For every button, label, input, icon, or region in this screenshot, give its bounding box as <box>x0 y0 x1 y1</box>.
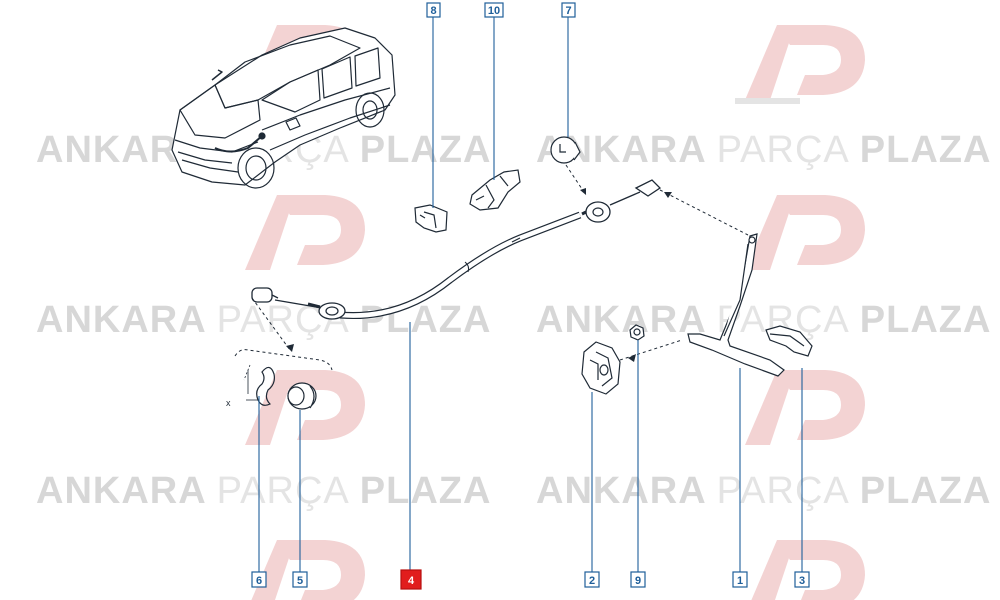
grommet-part-7 <box>550 136 581 164</box>
callout-label: 5 <box>297 575 303 587</box>
callout-7[interactable]: 7 <box>561 2 576 18</box>
spring-clip-part-6: x <box>226 364 275 408</box>
watermark-logo <box>735 25 865 104</box>
callout-9[interactable]: 9 <box>630 571 646 588</box>
dimension-label: x <box>226 398 231 408</box>
watermark-logo <box>245 195 365 270</box>
callout-label: 8 <box>430 5 436 17</box>
bracket-part-10 <box>469 169 521 211</box>
pedal-arm-part-1 <box>687 233 785 377</box>
car-illustration <box>171 27 396 189</box>
callout-2[interactable]: 2 <box>584 571 600 588</box>
watermark-logo <box>745 195 865 270</box>
callout-label: 1 <box>737 575 743 587</box>
callout-label: 7 <box>565 5 571 17</box>
callout-label: 6 <box>256 575 262 587</box>
callout-3[interactable]: 3 <box>794 571 810 588</box>
callout-1[interactable]: 1 <box>732 571 748 588</box>
assembly-arrowheads <box>286 188 672 362</box>
callout-8[interactable]: 8 <box>426 2 441 18</box>
bushing-part-5 <box>287 382 317 410</box>
callout-4[interactable]: 4 <box>400 569 422 590</box>
callout-label: 3 <box>799 575 805 587</box>
callout-label: 9 <box>635 575 641 587</box>
callout-label: 4 <box>408 575 415 587</box>
callout-5[interactable]: 5 <box>292 571 308 588</box>
pedal-bracket-part-2 <box>581 341 621 395</box>
callout-label: 2 <box>589 575 595 587</box>
pedal-pad-part-3 <box>765 325 813 357</box>
callout-6[interactable]: 6 <box>251 571 267 588</box>
watermark-logo <box>745 370 865 445</box>
watermark-logo <box>751 540 865 600</box>
callout-label: 10 <box>488 5 500 17</box>
leader-lines <box>258 17 803 572</box>
clip-part-8 <box>414 204 448 233</box>
nut-part-9 <box>629 324 645 341</box>
clutch-cable <box>251 179 662 320</box>
watermark-logo <box>251 540 365 600</box>
callout-10[interactable]: 10 <box>484 2 504 18</box>
